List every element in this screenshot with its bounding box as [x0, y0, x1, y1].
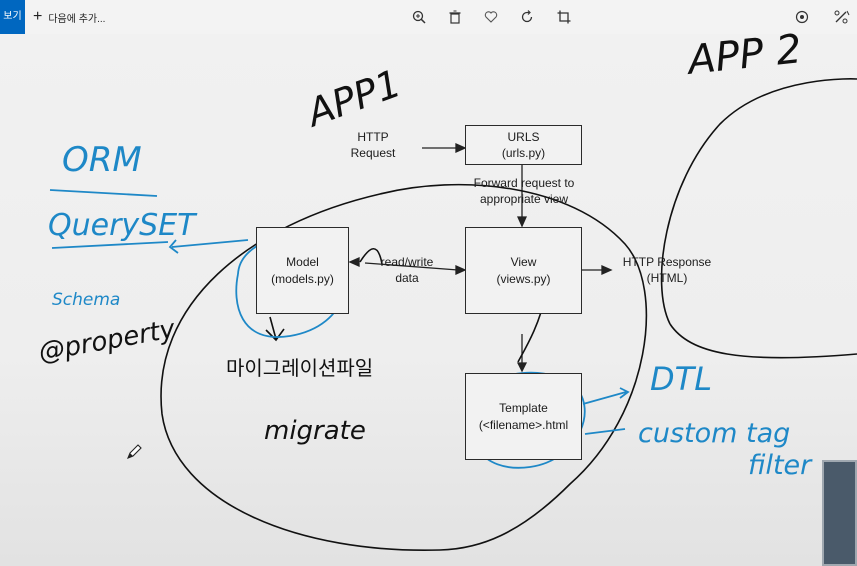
model-title: Model	[286, 255, 319, 270]
view-title: View	[510, 255, 537, 270]
queryset-annotation: QuerySET	[48, 208, 196, 243]
add-to-button[interactable]: + 다음에 추가...	[33, 7, 105, 27]
zoom-icon[interactable]	[410, 8, 428, 26]
model-file: (models.py)	[271, 271, 334, 286]
thumbnail-preview[interactable]	[822, 460, 857, 566]
model-box: Model (models.py)	[256, 227, 349, 314]
migrate-annotation: migrate	[264, 416, 366, 446]
ink-strokes	[49, 78, 857, 551]
template-file: (<filename>.html	[478, 417, 569, 432]
edit-image-icon[interactable]	[793, 8, 811, 26]
orm-annotation: ORM	[62, 140, 142, 180]
view-file: (views.py)	[496, 271, 551, 286]
delete-icon[interactable]	[446, 8, 464, 26]
template-title: Template	[499, 401, 548, 416]
http-request-label: HTTP Request	[350, 130, 396, 160]
add-to-label: 다음에 추가...	[48, 13, 106, 25]
http-response-label: HTTP Response (HTML)	[622, 255, 712, 285]
template-box: Template (<filename>.html	[465, 373, 582, 460]
crop-icon[interactable]	[555, 8, 573, 26]
more-icon[interactable]	[833, 8, 851, 26]
urls-box: URLS (urls.py)	[465, 125, 582, 165]
custom-tag-annotation: custom tag	[638, 418, 791, 449]
readwrite-label: read/write data	[380, 255, 434, 285]
view-mode-button[interactable]: 보기	[0, 0, 25, 34]
pencil-cursor-icon	[127, 444, 142, 459]
forward-label: Forward request to appropriate view	[473, 176, 575, 206]
image-canvas: HTTP Request URLS (urls.py) Forward requ…	[0, 26, 857, 566]
rotate-icon[interactable]	[518, 8, 536, 26]
dtl-annotation: DTL	[650, 360, 713, 398]
urls-file: (urls.py)	[501, 146, 546, 160]
filter-annotation: filter	[748, 450, 812, 481]
schema-annotation: Schema	[52, 290, 121, 310]
migration-annotation: 마이그레이션파일	[226, 356, 374, 380]
image-viewer-toolbar: 보기 + 다음에 추가...	[0, 0, 857, 34]
plus-icon: +	[33, 8, 43, 25]
view-box: View (views.py)	[465, 227, 582, 314]
urls-title: URLS	[507, 129, 540, 144]
favorite-icon[interactable]	[482, 8, 500, 26]
